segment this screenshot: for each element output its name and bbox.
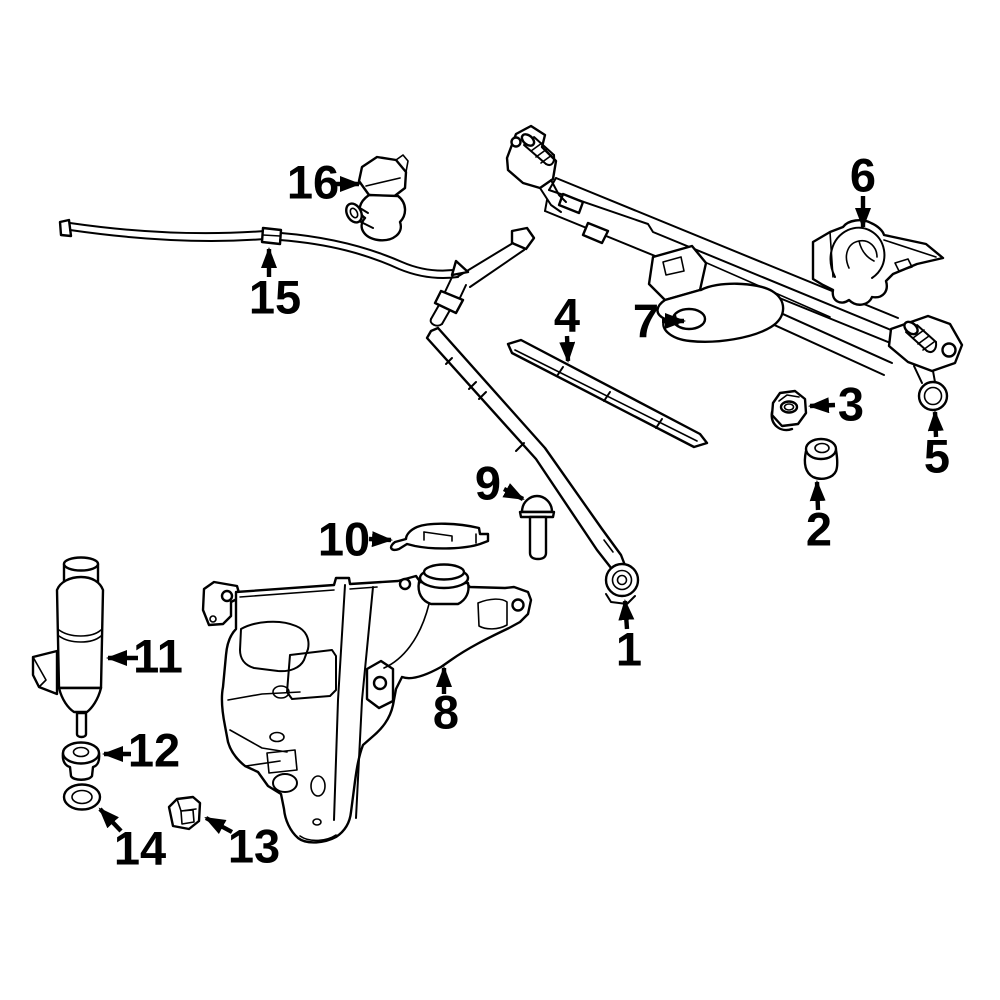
pump-grommet <box>61 741 101 781</box>
callout-number-15: 15 <box>249 271 301 324</box>
cap-retainer-strap <box>389 522 490 552</box>
wiper-motor <box>647 244 785 343</box>
callout-number-7: 7 <box>633 295 659 348</box>
callout-number-14: 14 <box>114 822 166 875</box>
callout-number-11: 11 <box>133 630 183 683</box>
callout-number-5: 5 <box>924 430 950 483</box>
wiper-arm <box>425 326 640 605</box>
callout-number-2: 2 <box>806 503 832 556</box>
callout-number-13: 13 <box>228 820 280 873</box>
callout-arrow-cap-retainer-strap <box>368 531 393 548</box>
callout-number-10: 10 <box>318 513 370 566</box>
hex-nut <box>770 389 808 432</box>
linkage-cover <box>811 219 945 306</box>
washer-hose <box>58 218 536 327</box>
callout-arrow-pump-seal-ring <box>98 807 123 833</box>
callout-number-12: 12 <box>128 724 180 777</box>
callout-number-16: 16 <box>287 156 339 209</box>
callout-number-6: 6 <box>850 149 876 202</box>
washer-nozzle <box>345 154 409 242</box>
washer-pump <box>31 556 105 739</box>
callout-arrow-pivot-grommet <box>809 480 826 511</box>
washer-reservoir <box>201 563 533 844</box>
callout-number-9: 9 <box>475 457 501 510</box>
callout-arrow-reservoir-cap <box>204 816 234 835</box>
callout-number-3: 3 <box>838 378 864 431</box>
mounting-bolt <box>518 494 556 561</box>
callout-number-4: 4 <box>554 289 580 342</box>
callout-number-1: 1 <box>616 623 642 676</box>
reservoir-cap <box>167 795 202 831</box>
callout-arrow-wiper-arm <box>618 599 635 630</box>
linkage-pivot-end <box>887 314 964 412</box>
callout-arrow-linkage-pivot-end <box>927 410 944 438</box>
wiper-blade <box>506 338 709 449</box>
pump-seal-ring <box>62 783 102 811</box>
callout-arrow-hex-nut <box>808 397 836 414</box>
pivot-grommet <box>803 437 839 480</box>
callout-arrow-mounting-bolt <box>502 483 525 501</box>
callout-arrow-wiper-blade <box>559 335 576 363</box>
callout-arrows <box>98 176 944 835</box>
callout-number-8: 8 <box>433 686 459 739</box>
